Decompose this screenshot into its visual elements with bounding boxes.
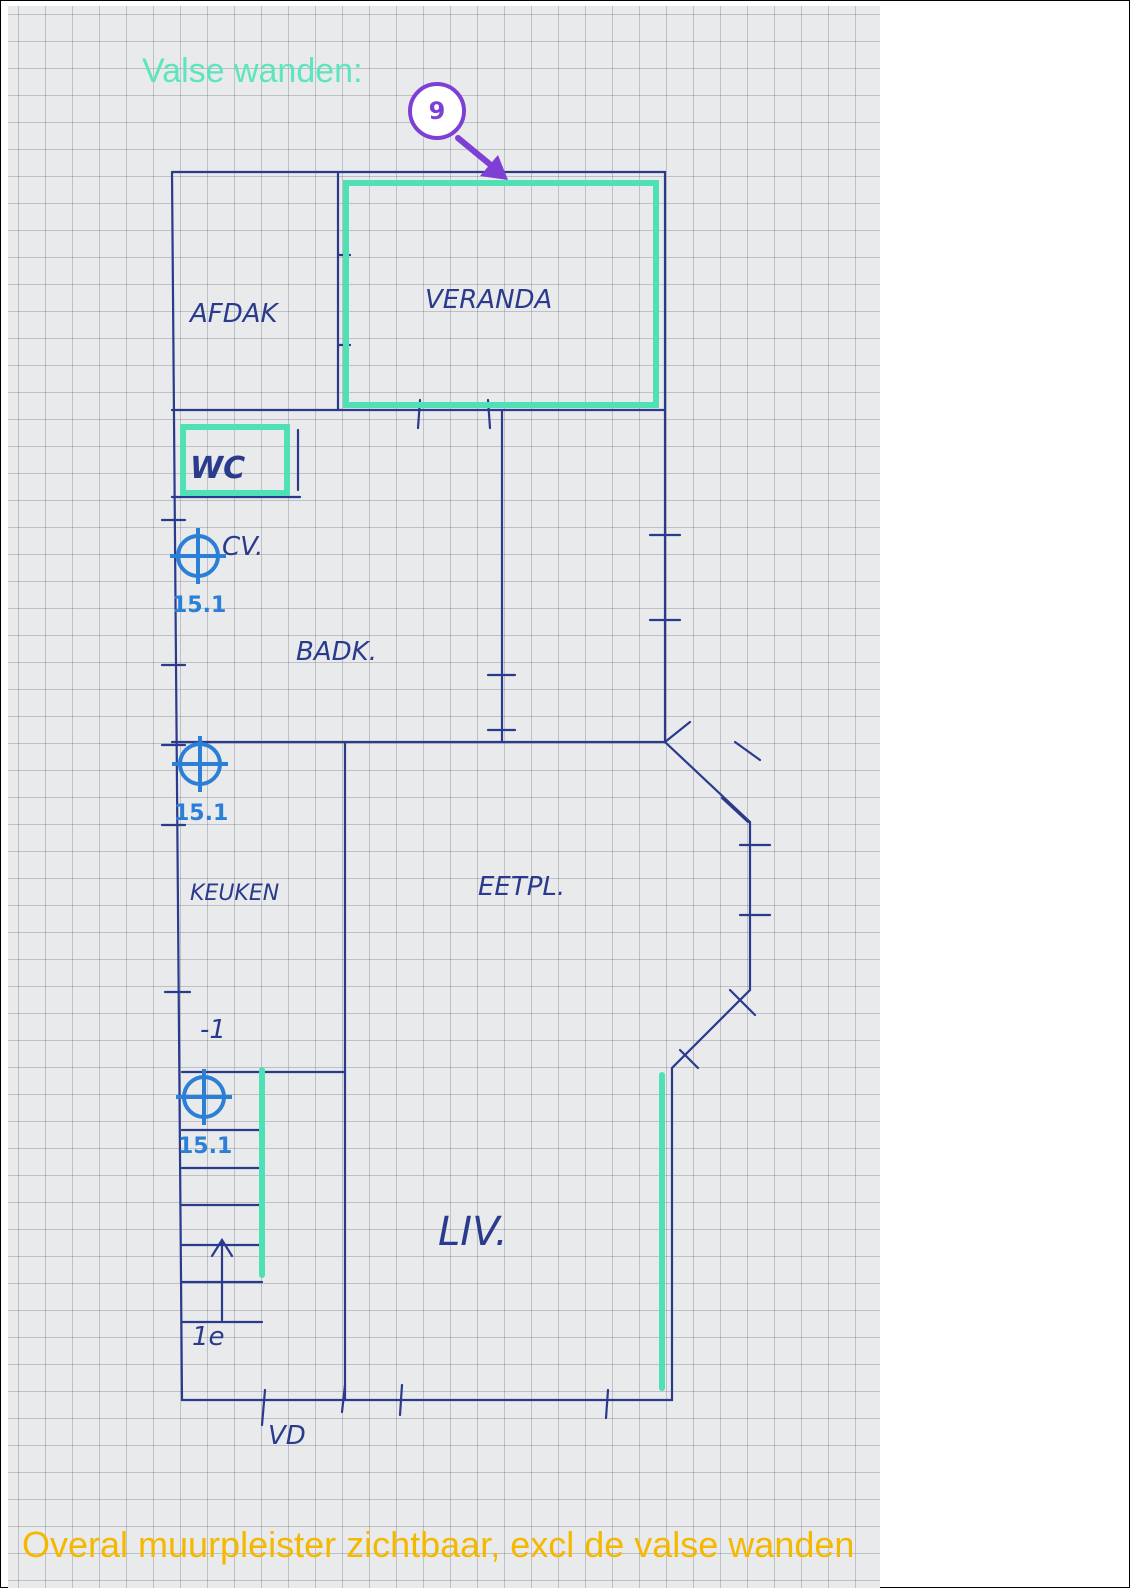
stair-label: 1e bbox=[192, 1322, 225, 1352]
room-label-liv: LIV. bbox=[438, 1209, 508, 1255]
step-badge[interactable]: 9 bbox=[408, 82, 466, 140]
crosshair-icon bbox=[172, 736, 228, 792]
false-walls-title: Valse wanden: bbox=[142, 52, 363, 90]
marker-1[interactable]: 15.1 bbox=[170, 528, 226, 618]
room-label-cv: CV. bbox=[222, 532, 263, 562]
marker-2[interactable]: 15.1 bbox=[172, 736, 228, 826]
plaster-note: Overal muurpleister zichtbaar, excl de v… bbox=[22, 1524, 855, 1565]
false-wall-veranda bbox=[343, 180, 659, 408]
crosshair-icon bbox=[176, 1069, 232, 1125]
room-label-veranda: VERANDA bbox=[425, 285, 552, 315]
stair-arrow bbox=[210, 1237, 234, 1322]
false-walls bbox=[180, 180, 665, 1391]
false-wall-wc bbox=[180, 424, 290, 496]
room-label-eetpl: EETPL. bbox=[478, 872, 565, 902]
marker-label: 15.1 bbox=[178, 1134, 232, 1159]
level-label: -1 bbox=[200, 1015, 226, 1045]
grid-paper bbox=[8, 6, 880, 1588]
room-label-badk: BADK. bbox=[296, 637, 377, 667]
marker-3[interactable]: 15.1 bbox=[176, 1069, 232, 1159]
room-label-afdak: AFDAK bbox=[188, 299, 280, 329]
badge-arrow bbox=[455, 135, 508, 180]
crosshair-icon bbox=[170, 528, 226, 584]
room-label-vd: VD bbox=[268, 1421, 306, 1451]
room-labels: AFDAK VERANDA WC CV. BADK. KEUKEN EETPL.… bbox=[188, 285, 565, 1451]
room-label-keuken: KEUKEN bbox=[190, 881, 279, 906]
room-label-wc: WC bbox=[190, 451, 245, 486]
marker-label: 15.1 bbox=[172, 593, 226, 618]
marker-label: 15.1 bbox=[174, 801, 228, 826]
